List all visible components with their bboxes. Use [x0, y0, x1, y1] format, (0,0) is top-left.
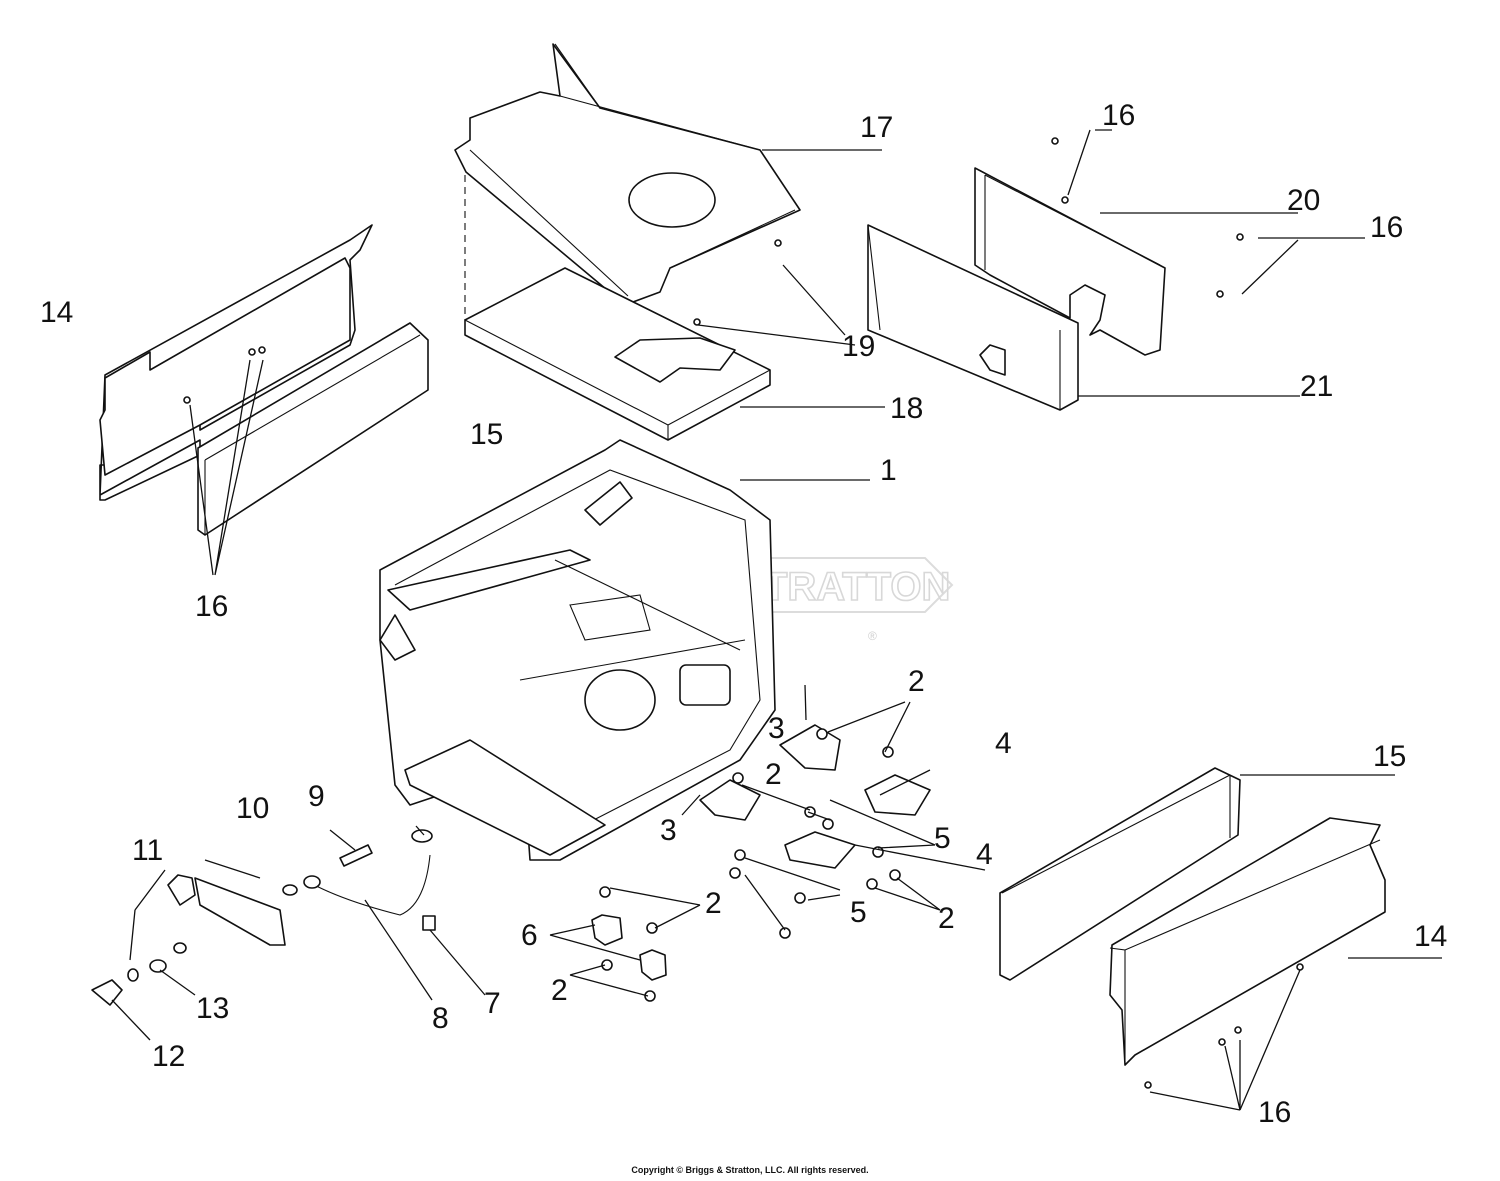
- callout-2-right: 2: [938, 902, 955, 935]
- callout-6: 6: [521, 919, 538, 952]
- part-20-right-panel: [974, 167, 1166, 356]
- callout-8: 8: [432, 1002, 449, 1035]
- fasteners: [183, 137, 1304, 1089]
- callout-16-top: 16: [1102, 99, 1135, 132]
- callout-20: 20: [1287, 184, 1320, 217]
- part-6-mounts: [591, 914, 667, 981]
- callout-21: 21: [1300, 370, 1333, 403]
- callout-2-mount-bottom: 2: [551, 974, 568, 1007]
- callout-15-left: 15: [470, 418, 503, 451]
- callout-14-left: 14: [40, 296, 73, 329]
- callout-2-middle: 2: [765, 758, 782, 791]
- part-14-right-panel: [1109, 817, 1386, 1066]
- part-4-brackets: [784, 774, 931, 869]
- watermark-registered: ®: [868, 629, 877, 643]
- callout-1: 1: [880, 454, 897, 487]
- callout-17: 17: [860, 111, 893, 144]
- ground-wire-assembly: [303, 829, 436, 931]
- copyright-notice: Copyright © Briggs & Stratton, LLC. All …: [631, 1165, 869, 1175]
- callout-16-bottom: 16: [1258, 1096, 1291, 1129]
- callout-7: 7: [484, 987, 501, 1020]
- callout-19: 19: [842, 330, 875, 363]
- part-17-top-cover: [454, 43, 801, 306]
- callout-5-upper: 5: [934, 822, 951, 855]
- part-1-frame: [379, 439, 776, 861]
- callout-18: 18: [890, 392, 923, 425]
- callout-14-right: 14: [1414, 920, 1447, 953]
- callout-2-upper: 2: [908, 665, 925, 698]
- part-18-base-pad: [464, 175, 771, 441]
- callout-4-lower: 4: [976, 838, 993, 871]
- callout-3-lower: 3: [660, 814, 677, 847]
- callout-13: 13: [196, 992, 229, 1025]
- callout-16-right: 16: [1370, 211, 1403, 244]
- callout-11: 11: [132, 834, 163, 867]
- part-15-left-pad: [197, 322, 429, 536]
- callout-16-left: 16: [195, 590, 228, 623]
- part-15-right-pad: [999, 767, 1241, 981]
- leader-lines: [111, 129, 1442, 1111]
- callout-9: 9: [308, 780, 325, 813]
- callout-labels: 1 2 2 2 2 2 3 3 4 4 5 5 6 7 8 9 10 11 12…: [40, 99, 1447, 1129]
- callout-15-right: 15: [1373, 740, 1406, 773]
- callout-3-upper: 3: [768, 712, 785, 745]
- callout-2-mount-top: 2: [705, 887, 722, 920]
- callout-10: 10: [236, 792, 269, 825]
- part-21-right-pad: [867, 224, 1079, 411]
- callout-5-lower: 5: [850, 896, 867, 929]
- callout-12: 12: [152, 1040, 185, 1073]
- callout-4-upper: 4: [995, 727, 1012, 760]
- part-11-bracket: [91, 874, 298, 1006]
